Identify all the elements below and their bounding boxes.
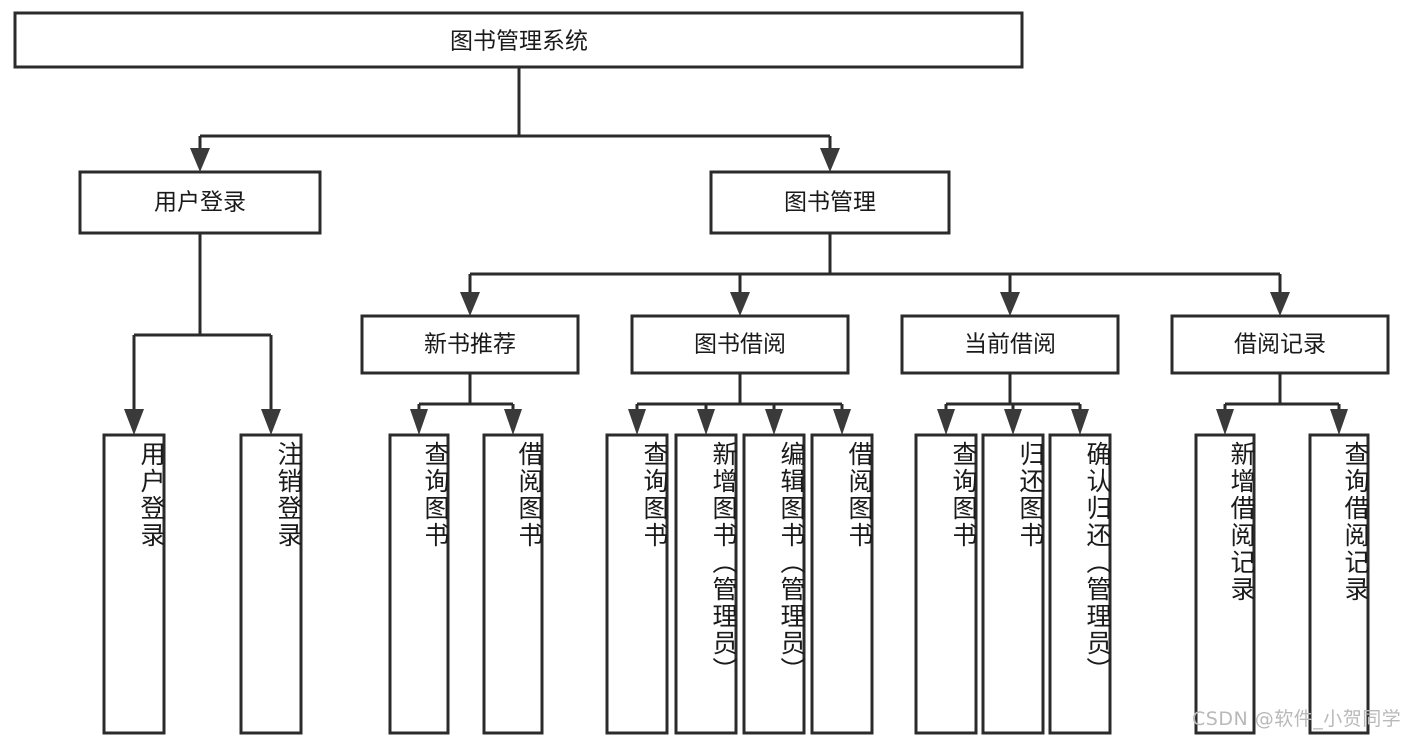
arrowhead-book-management	[820, 148, 840, 172]
node-box-leaf-borrow-book[interactable]	[810, 433, 874, 735]
arrowhead-leaf-query-book-recommend	[410, 409, 428, 435]
node-box-leaf-query-book-borrow[interactable]	[605, 433, 669, 735]
node-box-leaf-user-login[interactable]	[102, 433, 166, 735]
arrowhead-leaf-borrow-book-recommend	[504, 409, 522, 435]
node-box-user-login[interactable]	[78, 170, 322, 235]
arrowhead-leaf-confirm-return-admin	[1071, 409, 1089, 435]
node-box-leaf-return-book[interactable]	[981, 433, 1045, 735]
node-box-book-management[interactable]	[709, 170, 951, 235]
arrowhead-new-book-recommend	[460, 292, 480, 316]
arrowhead-user-login	[190, 148, 210, 172]
connector-root-to-level2	[198, 67, 832, 154]
connector-layer	[124, 67, 1348, 435]
arrowhead-leaf-add-borrow-record	[1216, 409, 1234, 435]
arrowhead-leaf-borrow-book	[833, 409, 851, 435]
node-box-borrow-record[interactable]	[1170, 314, 1390, 375]
arrowhead-book-borrow	[730, 292, 750, 316]
node-box-new-book-recommend[interactable]	[360, 314, 580, 375]
arrowhead-leaf-add-book-admin	[697, 409, 715, 435]
node-label-borrow-record: 借阅记录	[1234, 332, 1326, 358]
node-box-leaf-query-borrow-record[interactable]	[1308, 433, 1370, 735]
arrowhead-leaf-query-borrow-record	[1330, 409, 1348, 435]
arrowhead-borrow-record	[1270, 292, 1290, 316]
connector-bookborrow-to-leaves	[635, 373, 844, 413]
connector-borrowrecord-to-leaves	[1223, 373, 1341, 413]
node-box-leaf-add-borrow-record[interactable]	[1194, 433, 1256, 735]
connector-bookmgmt-to-level3	[468, 233, 1282, 296]
connector-userlogin-to-leaves	[132, 233, 273, 413]
node-box-leaf-edit-book-admin[interactable]	[742, 433, 806, 735]
node-box-leaf-query-book-recommend[interactable]	[388, 433, 450, 735]
connector-currentborrow-to-leaves	[944, 373, 1082, 413]
node-label-new-book-recommend: 新书推荐	[424, 332, 516, 358]
node-label-user-login: 用户登录	[154, 190, 246, 216]
arrowhead-leaf-query-book-current	[937, 409, 955, 435]
node-box-leaf-borrow-book-recommend[interactable]	[482, 433, 544, 735]
arrowhead-leaf-logout	[261, 409, 281, 435]
node-box-leaf-confirm-return-admin[interactable]	[1048, 433, 1112, 735]
arrowhead-leaf-user-login	[124, 409, 144, 435]
node-box-leaf-query-book-current[interactable]	[914, 433, 978, 735]
node-label-current-borrow: 当前借阅	[964, 332, 1056, 358]
connector-recommend-to-leaves	[417, 373, 515, 413]
arrowhead-current-borrow	[1000, 292, 1020, 316]
node-box-root[interactable]	[13, 11, 1024, 69]
arrowhead-leaf-return-book	[1004, 409, 1022, 435]
node-layer: 图书管理系统 用户登录 图书管理 新书推荐 图书借阅 当前借阅 借阅记录	[13, 11, 1390, 735]
arrowhead-leaf-query-book-borrow	[628, 409, 646, 435]
node-label-root: 图书管理系统	[450, 29, 588, 55]
arrowhead-leaf-edit-book-admin	[765, 409, 783, 435]
node-box-leaf-logout[interactable]	[239, 433, 303, 735]
node-label-book-borrow: 图书借阅	[694, 332, 786, 358]
node-box-current-borrow[interactable]	[900, 314, 1120, 375]
node-box-leaf-add-book-admin[interactable]	[674, 433, 738, 735]
node-box-book-borrow[interactable]	[630, 314, 850, 375]
node-label-book-management: 图书管理	[784, 190, 876, 216]
csdn-watermark: CSDN @软件_小贺同学	[1192, 708, 1402, 730]
